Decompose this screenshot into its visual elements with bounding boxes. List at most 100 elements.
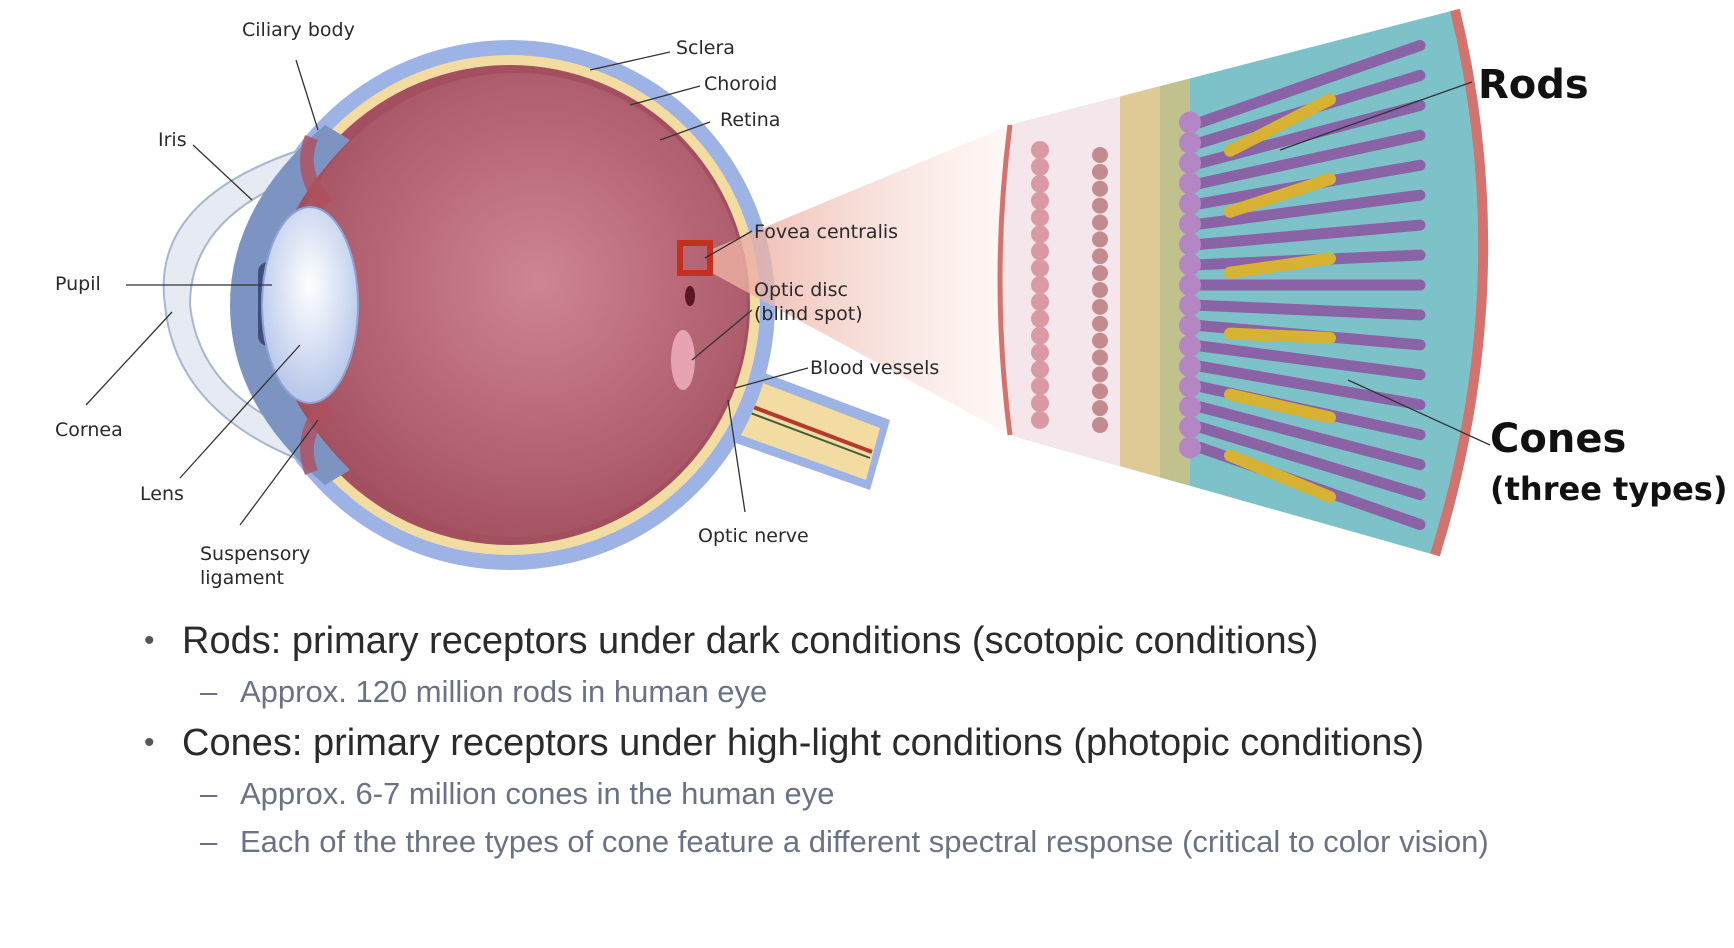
label-rods: Rods (1478, 62, 1589, 108)
ganglion-cell (1031, 326, 1049, 345)
rod-nucleus (1179, 233, 1201, 256)
sub-bullet-cone-types-text: Each of the three types of cone feature … (240, 824, 1489, 859)
bipolar-cell (1092, 214, 1108, 231)
optic-disc-shape (671, 330, 695, 390)
cone-cell (1224, 449, 1336, 503)
leader-lines (85, 51, 1491, 526)
sub-bullet-dash: – (200, 674, 218, 709)
rod-nucleus (1179, 213, 1201, 236)
rod-nucleus (1179, 436, 1201, 459)
bullet-cones-text: Cones: primary receptors under high-ligh… (182, 722, 1424, 764)
ganglion-cell (1031, 292, 1049, 311)
bullet-rods-text: Rods: primary receptors under dark condi… (182, 620, 1319, 662)
eye-anatomy-diagram: Ciliary body Sclera Choroid Retina Iris … (55, 8, 1727, 589)
ganglion-cell (1031, 208, 1049, 227)
sub-bullet-cones-count: – Approx. 6-7 million cones in the human… (140, 774, 1700, 814)
bipolar-cell (1092, 231, 1108, 248)
ganglion-cell (1031, 411, 1049, 429)
ganglion-cell (1031, 259, 1049, 278)
bipolar-cell (1092, 180, 1108, 197)
label-optic-disc: Optic disc (754, 279, 848, 301)
label-pupil: Pupil (55, 273, 101, 295)
rod-cell (1194, 219, 1426, 250)
label-choroid: Choroid (704, 73, 777, 95)
bipolar-cell (1092, 332, 1108, 349)
ganglion-cell (1031, 309, 1049, 328)
ganglion-cell (1031, 394, 1049, 413)
rod-nucleus (1179, 152, 1201, 175)
cone-cell (1224, 252, 1336, 279)
label-sclera: Sclera (676, 37, 735, 59)
rod-nucleus (1179, 172, 1201, 195)
bipolar-cell (1092, 349, 1108, 366)
rod-cell (1194, 421, 1426, 501)
cone-cell (1224, 93, 1336, 157)
ganglion-cell (1031, 377, 1049, 396)
rod-cell (1194, 340, 1426, 381)
label-cones-types: (three types) (1490, 470, 1727, 508)
ganglion-cell (1031, 360, 1049, 379)
rod-nucleus (1179, 314, 1201, 337)
bipolar-cell (1092, 282, 1108, 298)
sub-bullet-dash: – (200, 776, 218, 811)
bipolar-cell (1092, 248, 1108, 265)
ganglion-cell (1031, 174, 1049, 193)
rod-nucleus (1179, 192, 1201, 215)
ganglion-cell (1031, 276, 1049, 294)
sub-bullet-cones-count-text: Approx. 6-7 million cones in the human e… (240, 776, 835, 811)
cone-cell (1224, 388, 1336, 424)
rod-nucleus (1179, 334, 1201, 357)
bipolar-cell (1092, 298, 1108, 315)
rod-cell (1194, 299, 1426, 321)
bullet-dot: • (144, 624, 155, 657)
rod-nucleus (1179, 375, 1201, 398)
rod-nucleus (1179, 355, 1201, 378)
rod-nucleus (1179, 131, 1201, 154)
fovea-highlight-box (677, 240, 713, 276)
ganglion-cell (1031, 157, 1049, 176)
bipolar-cell (1092, 163, 1108, 180)
ganglion-cell (1031, 343, 1049, 362)
rod-cell (1194, 189, 1426, 230)
rod-cell (1194, 129, 1426, 189)
rod-nucleus (1179, 294, 1201, 317)
label-optic-nerve: Optic nerve (698, 525, 809, 547)
cone-cells (1224, 93, 1336, 503)
label-retina: Retina (720, 109, 780, 131)
ganglion-cell (1031, 191, 1049, 210)
lens-shape (261, 206, 359, 404)
diagram-labels: Ciliary body Sclera Choroid Retina Iris … (55, 19, 1727, 589)
label-ciliary-body: Ciliary body (242, 19, 355, 41)
rod-cell (1194, 40, 1426, 128)
rod-nucleus (1179, 416, 1201, 439)
label-cones: Cones (1490, 416, 1626, 462)
label-fovea-centralis: Fovea centralis (754, 221, 898, 243)
bipolar-cell (1092, 197, 1108, 214)
ganglion-cell (1031, 225, 1049, 244)
bipolar-cell (1092, 366, 1108, 383)
label-blind-spot: (blind spot) (754, 303, 863, 325)
iris-shape (230, 125, 350, 485)
ganglion-cell (1031, 141, 1049, 159)
label-iris: Iris (158, 129, 187, 151)
rod-nucleus (1179, 253, 1201, 276)
bipolar-cell (1092, 147, 1108, 163)
bullet-cones: • Cones: primary receptors under high-li… (140, 720, 1700, 766)
sub-bullet-dash: – (200, 824, 218, 859)
bipolar-cell (1092, 315, 1108, 332)
cone-cell (1224, 173, 1336, 218)
retina-rim (1430, 8, 1489, 557)
sub-bullet-cone-types: – Each of the three types of cone featur… (140, 822, 1700, 862)
bipolar-cell (1092, 417, 1108, 433)
label-cornea: Cornea (55, 419, 123, 441)
rod-cell (1194, 401, 1426, 471)
rod-nucleus (1179, 111, 1201, 134)
ganglion-cells (1031, 141, 1108, 433)
bullet-rods: • Rods: primary receptors under dark con… (140, 618, 1700, 664)
sub-bullet-rods-count-text: Approx. 120 million rods in human eye (240, 674, 768, 709)
sub-bullet-rods-count: – Approx. 120 million rods in human eye (140, 672, 1700, 712)
label-suspensory: Suspensory (200, 543, 310, 565)
ciliary-body-shape (300, 135, 332, 210)
rod-cell (1194, 360, 1426, 411)
bipolar-cell (1092, 383, 1108, 400)
